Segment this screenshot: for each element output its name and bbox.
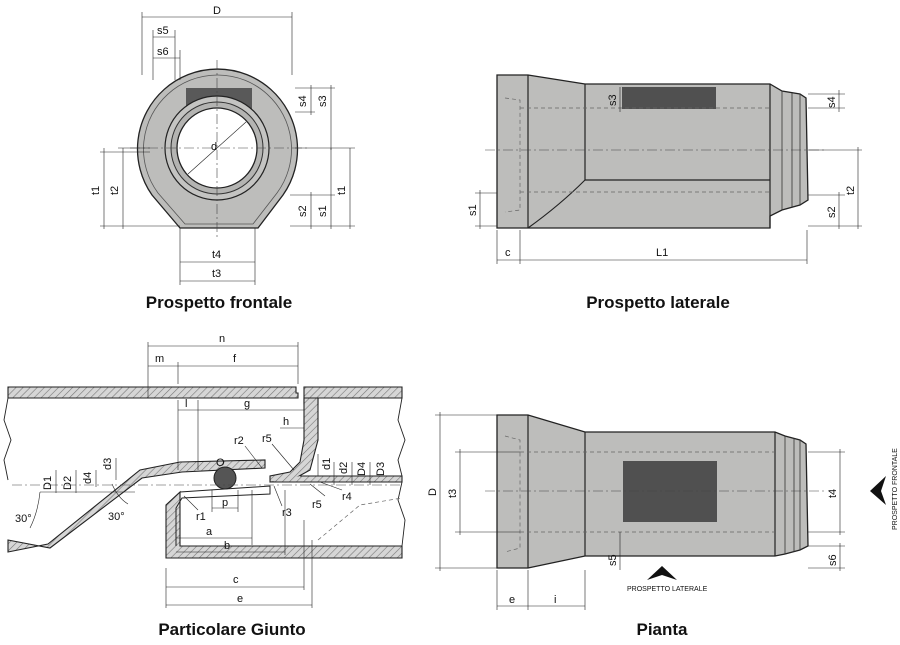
plan-label-i: i [554, 594, 556, 606]
caption-front-view: Prospetto frontale [145, 293, 293, 312]
joint-label-b: b [224, 540, 230, 552]
joint-label-r2: r2 [234, 435, 244, 447]
front-label-d: d [211, 141, 217, 153]
side-view [475, 74, 862, 264]
side-label-s3: s3 [607, 94, 619, 106]
caption-plan-view: Pianta [636, 620, 688, 639]
joint-label-a: a [206, 526, 213, 538]
joint-label-D3: D3 [375, 462, 387, 476]
joint-label-D1: D1 [42, 476, 54, 490]
joint-label-d3: d3 [102, 458, 114, 470]
plan-label-s6: s6 [827, 554, 839, 566]
front-label-t4: t4 [212, 249, 221, 261]
joint-label-l: l [185, 398, 187, 410]
side-label-c: c [505, 247, 511, 259]
plan-label-arrow-side: PROSPETTO LATERALE [627, 586, 708, 593]
side-label-s4: s4 [826, 96, 838, 108]
front-label-s1: s1 [317, 205, 329, 217]
front-label-s3: s3 [317, 95, 329, 107]
joint-label-d1: d1 [321, 458, 333, 470]
plan-label-arrow-front: PROSPETTO FRONTALE [892, 448, 899, 530]
joint-label-r1: r1 [196, 511, 206, 523]
front-view-arrow-icon [870, 476, 886, 505]
plan-view-opening [623, 461, 717, 522]
joint-spigot-wall [269, 397, 319, 483]
front-label-s6: s6 [157, 46, 169, 58]
front-label-t2-left: t2 [109, 186, 121, 195]
joint-label-c: c [233, 574, 239, 586]
plan-label-e: e [509, 594, 515, 606]
plan-label-D: D [427, 488, 439, 496]
plan-label-s5: s5 [607, 554, 619, 566]
joint-label-f: f [233, 353, 237, 365]
joint-top-wall-right [303, 386, 403, 405]
joint-label-r4: r4 [342, 491, 352, 503]
joint-label-d2: d2 [338, 462, 350, 474]
caption-joint-detail: Particolare Giunto [158, 620, 306, 639]
joint-label-O: O [216, 457, 225, 469]
joint-label-g: g [244, 398, 250, 410]
plan-label-t3: t3 [447, 489, 459, 498]
front-label-s2: s2 [297, 205, 309, 217]
joint-label-r3: r3 [282, 507, 292, 519]
front-label-t1-right: t1 [336, 186, 348, 195]
side-label-s2: s2 [826, 206, 838, 218]
joint-label-D4: D4 [356, 462, 368, 476]
plan-label-t4: t4 [827, 489, 839, 498]
front-label-t1-left: t1 [90, 186, 102, 195]
front-label-t3: t3 [212, 268, 221, 280]
joint-detail [3, 342, 406, 608]
side-label-t2: t2 [845, 186, 857, 195]
joint-bottom-wall [165, 490, 403, 559]
joint-label-r5-top: r5 [262, 433, 272, 445]
front-label-s5: s5 [157, 25, 169, 37]
joint-label-d4: d4 [82, 472, 94, 484]
plan-view [435, 412, 886, 610]
joint-gasket [213, 466, 237, 490]
joint-top-wall-left [7, 386, 299, 399]
front-label-D: D [213, 5, 221, 17]
joint-label-D2: D2 [62, 476, 74, 490]
joint-label-h: h [283, 416, 289, 428]
joint-label-n: n [219, 333, 225, 345]
front-label-s4: s4 [297, 95, 309, 107]
joint-label-r5-bottom: r5 [312, 499, 322, 511]
joint-label-angle-mid: 30° [108, 511, 125, 523]
side-label-L1: L1 [656, 247, 668, 259]
front-view [100, 12, 355, 285]
joint-label-angle-left: 30° [15, 513, 32, 525]
side-view-top-opening [622, 87, 716, 109]
side-view-arrow-icon [647, 566, 677, 580]
joint-label-e: e [237, 593, 243, 605]
side-label-s1: s1 [467, 204, 479, 216]
joint-socket-wall [7, 459, 266, 553]
joint-label-p: p [222, 497, 228, 509]
caption-side-view: Prospetto laterale [586, 293, 730, 312]
joint-label-m: m [155, 353, 164, 365]
